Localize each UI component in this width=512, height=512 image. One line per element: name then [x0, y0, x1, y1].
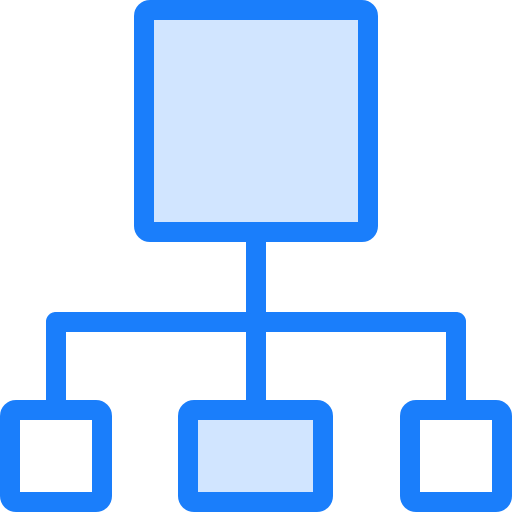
child-node-left-box: [0, 400, 112, 512]
child-node-center-box: [178, 400, 333, 512]
root-node-box: [134, 0, 378, 242]
connector-lines: [46, 222, 466, 420]
child-node-right-box: [400, 400, 512, 512]
